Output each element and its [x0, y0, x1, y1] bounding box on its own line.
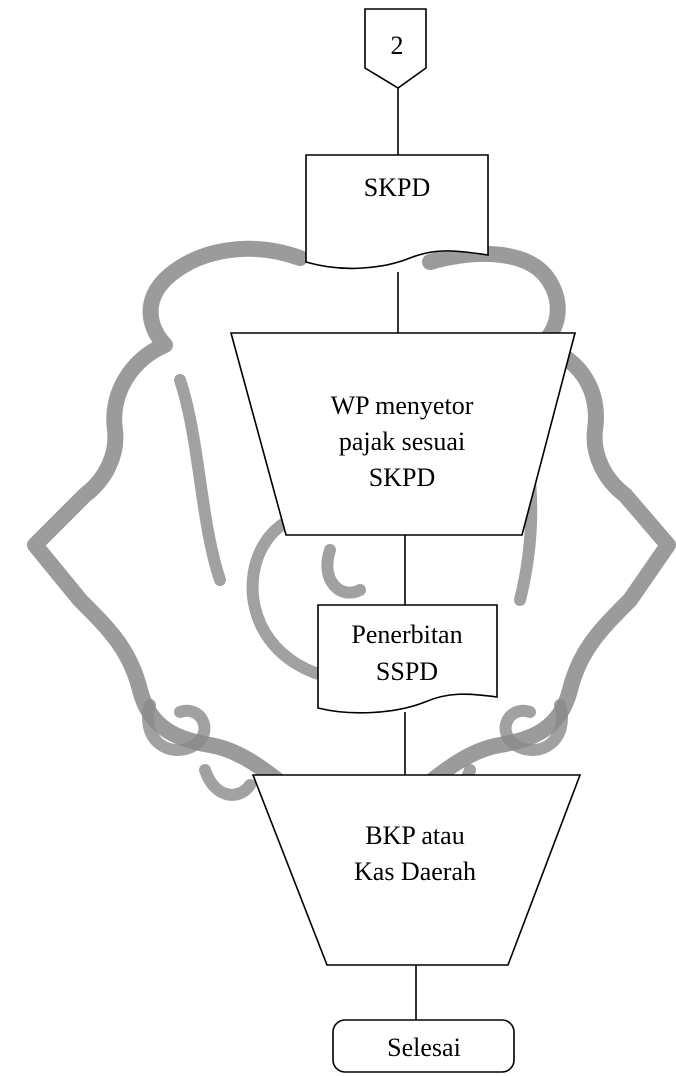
document-skpd: SKPD: [306, 155, 488, 268]
document-skpd-label: SKPD: [364, 173, 430, 202]
bkp-line-2: Kas Daerah: [354, 857, 476, 886]
offpage-connector: 2: [365, 9, 426, 88]
wp-line-3: SKPD: [369, 463, 435, 492]
terminator-selesai-label: Selesai: [387, 1033, 461, 1062]
terminator-selesai: Selesai: [333, 1020, 514, 1072]
wp-line-2: pajak sesuai: [339, 427, 465, 456]
document-penerbitan-sspd: Penerbitan SSPD: [318, 605, 497, 713]
offpage-connector-label: 2: [391, 31, 404, 60]
bkp-line-1: BKP atau: [365, 821, 464, 850]
manual-op-wp-menyetor: WP menyetor pajak sesuai SKPD: [231, 333, 575, 535]
wp-line-1: WP menyetor: [331, 391, 474, 420]
sspd-line-1: Penerbitan: [351, 620, 462, 649]
sspd-line-2: SSPD: [376, 657, 438, 686]
document-skpd-shape: [306, 155, 488, 268]
manual-op-bkp-kas-daerah: BKP atau Kas Daerah: [253, 775, 580, 965]
